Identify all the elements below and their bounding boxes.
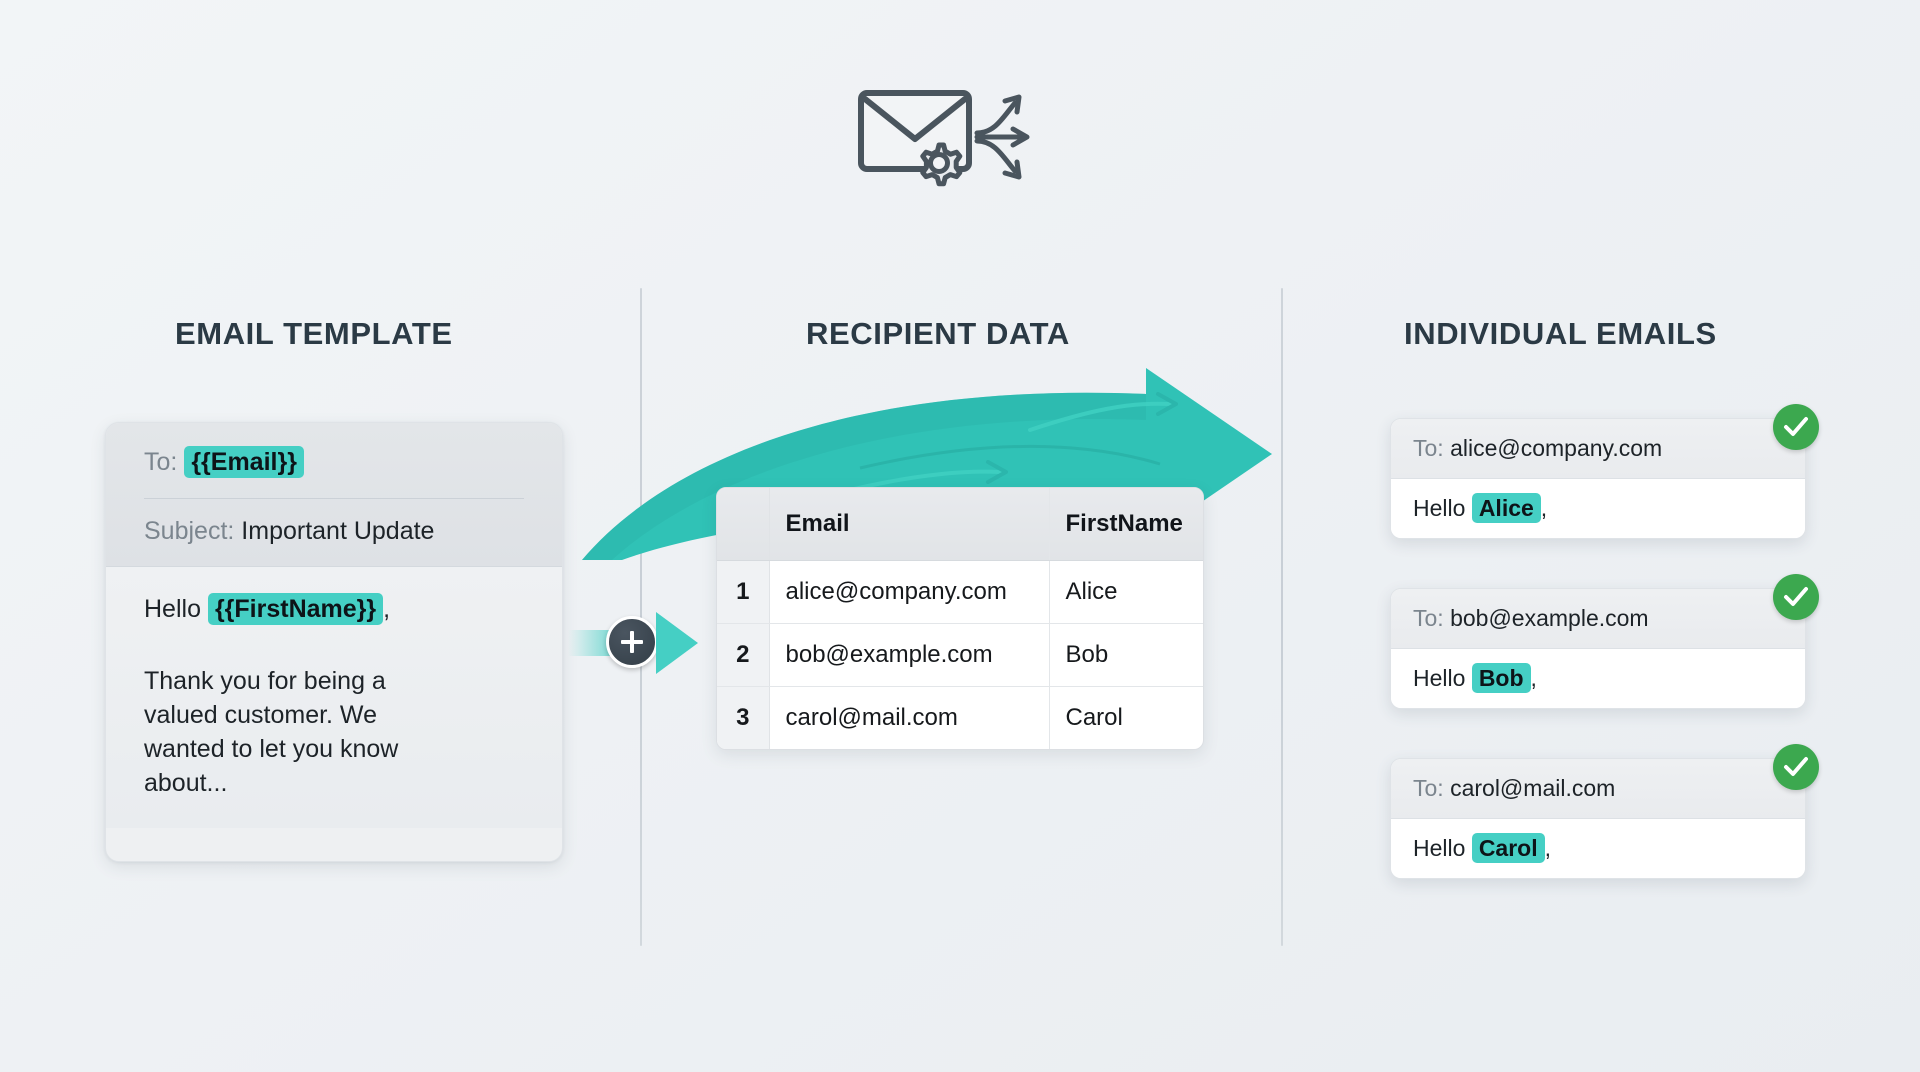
template-subject-value: Important Update xyxy=(241,517,435,546)
recipient-data-table[interactable]: Email FirstName 1 alice@company.com Alic… xyxy=(716,487,1204,750)
section-title-email-template: EMAIL TEMPLATE xyxy=(175,316,453,351)
table-row[interactable]: 2 bob@example.com Bob xyxy=(717,623,1203,687)
envelope-gear-arrows-icon xyxy=(855,75,1055,195)
email-template-card[interactable]: To: {{Email}} Subject: Important Update … xyxy=(105,422,563,862)
check-icon xyxy=(1784,757,1808,776)
output-name-token: Alice xyxy=(1471,493,1541,523)
row-index: 1 xyxy=(717,560,770,624)
section-title-individual-emails: INDIVIDUAL EMAILS xyxy=(1404,316,1717,351)
output-to-label: To: xyxy=(1413,435,1444,461)
check-icon xyxy=(1784,417,1808,436)
status-badge xyxy=(1773,744,1819,790)
merge-arrow-icon xyxy=(656,612,698,674)
list-item[interactable]: To: bob@example.com Hello Bob, xyxy=(1390,588,1806,709)
template-firstname-token: {{FirstName}} xyxy=(207,593,384,626)
divider-right xyxy=(1281,288,1283,946)
table-header-index xyxy=(717,488,770,561)
output-greeting-comma: , xyxy=(1530,665,1537,691)
table-header-firstname: FirstName xyxy=(1049,488,1203,561)
table-header-row: Email FirstName xyxy=(717,488,1203,561)
template-greeting-comma: , xyxy=(383,595,391,624)
template-body-text: Thank you for being a valued customer. W… xyxy=(144,667,399,798)
template-to-label: To: xyxy=(144,448,178,476)
status-badge xyxy=(1773,404,1819,450)
output-greeting-label: Hello xyxy=(1413,835,1466,861)
output-to-address: carol@mail.com xyxy=(1450,775,1616,801)
row-email: alice@company.com xyxy=(769,560,1050,624)
output-to-address: alice@company.com xyxy=(1450,435,1663,461)
template-body: Hello {{FirstName}}, Thank you for being… xyxy=(106,567,562,829)
output-email-body: Hello Bob, xyxy=(1391,649,1805,708)
merge-plus-node[interactable] xyxy=(568,604,698,682)
row-first-name: Alice xyxy=(1049,560,1203,624)
template-greeting-label: Hello xyxy=(144,595,201,624)
output-name-token: Carol xyxy=(1471,833,1545,863)
output-email-body: Hello Alice, xyxy=(1391,479,1805,538)
row-index: 2 xyxy=(717,623,770,687)
row-index: 3 xyxy=(717,686,770,749)
output-to-label: To: xyxy=(1413,775,1444,801)
template-divider xyxy=(144,498,524,500)
output-email-to-row: To: bob@example.com xyxy=(1391,589,1805,649)
template-subject-row: Subject: Important Update xyxy=(144,517,524,546)
list-item[interactable]: To: carol@mail.com Hello Carol, xyxy=(1390,758,1806,879)
check-icon xyxy=(1784,587,1808,606)
output-greeting-comma: , xyxy=(1540,495,1548,521)
table-row[interactable]: 3 carol@mail.com Carol xyxy=(717,686,1203,749)
template-email-token: {{Email}} xyxy=(184,446,304,478)
template-header: To: {{Email}} Subject: Important Update xyxy=(106,423,562,568)
output-greeting-label: Hello xyxy=(1413,495,1466,521)
section-title-recipient-data: RECIPIENT DATA xyxy=(806,316,1070,351)
row-email: carol@mail.com xyxy=(769,686,1050,749)
output-greeting-comma: , xyxy=(1544,835,1551,861)
template-greeting-row: Hello {{FirstName}}, xyxy=(144,593,524,626)
template-to-row: To: {{Email}} xyxy=(144,446,524,478)
template-subject-label: Subject: xyxy=(144,517,235,546)
table-header-email: Email xyxy=(769,488,1050,561)
row-first-name: Bob xyxy=(1049,623,1203,687)
row-first-name: Carol xyxy=(1065,704,1123,731)
list-item[interactable]: To: alice@company.com Hello Alice, xyxy=(1390,418,1806,539)
output-to-label: To: xyxy=(1413,605,1444,631)
table-row[interactable]: 1 alice@company.com Alice xyxy=(717,560,1203,624)
output-greeting-label: Hello xyxy=(1413,665,1466,691)
status-badge xyxy=(1773,574,1819,620)
output-email-to-row: To: carol@mail.com xyxy=(1391,759,1805,819)
plus-icon[interactable] xyxy=(606,616,658,668)
output-name-token: Bob xyxy=(1471,663,1531,693)
row-email: bob@example.com xyxy=(769,623,1050,687)
output-email-to-row: To: alice@company.com xyxy=(1391,419,1805,479)
output-to-address: bob@example.com xyxy=(1450,605,1649,631)
output-email-body: Hello Carol, xyxy=(1391,819,1805,878)
